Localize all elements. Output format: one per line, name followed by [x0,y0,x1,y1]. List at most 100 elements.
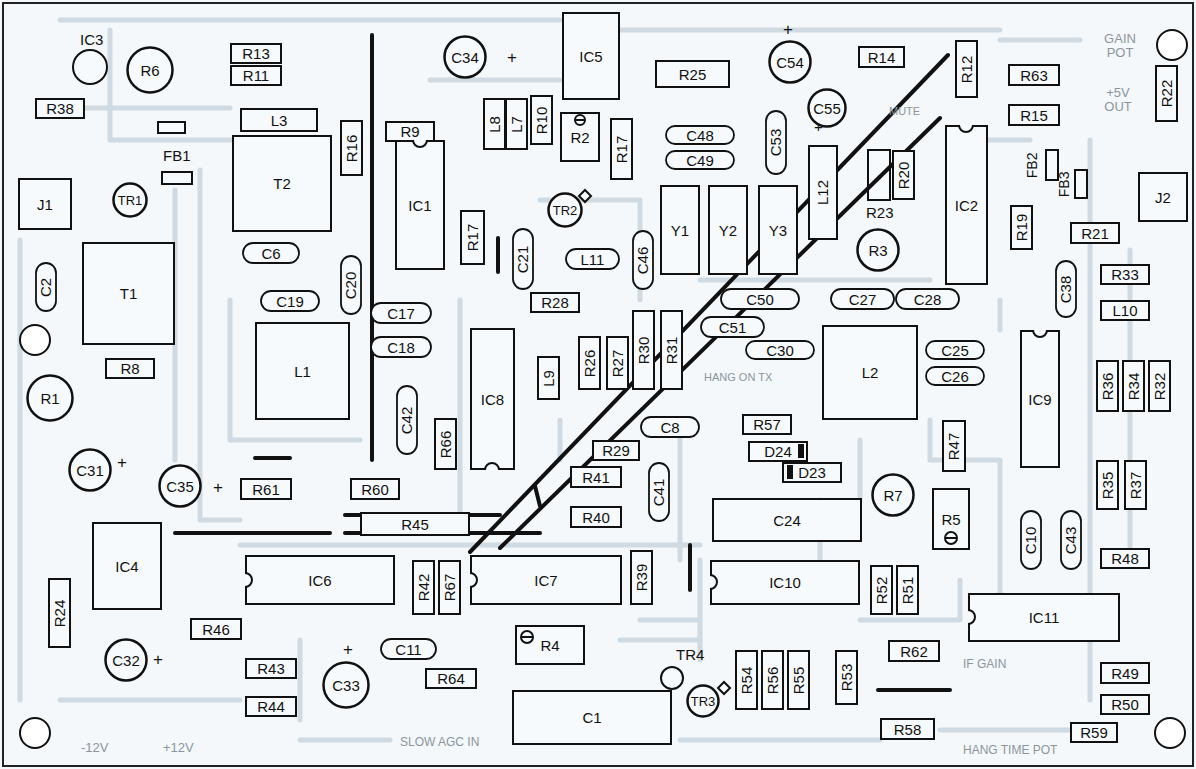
copper-trace [110,30,300,140]
ic-notch [959,125,973,132]
capacitor-outline [831,289,894,309]
component-outline: R28 [530,292,580,313]
board-label: +12V [163,741,194,755]
wire-jumper [370,35,374,460]
round-component: R3 [856,228,900,272]
component-outline: R44 [245,696,297,717]
designator: R54 [739,666,754,694]
designator: L11 [581,252,605,267]
capacitor-outline: C43 [1060,510,1082,570]
component-outline: R40 [570,506,622,528]
copper-trace [680,738,880,743]
ic-notch [968,610,975,624]
trimmer-mark [521,631,533,643]
component-outline: L1 [255,322,350,420]
designator: C49 [686,153,714,168]
board-label: HANG TIME POT [963,744,1057,757]
capacitor-outline: C10 [1020,510,1042,570]
component-outline: R54 [735,650,758,710]
capacitor-outline: C50 [720,288,800,310]
mounting-hole [20,718,50,748]
board-label: SLOW AGC IN [400,736,479,749]
component-outline: R37 [1124,460,1147,510]
component-outline [718,682,730,694]
capacitor-outline [513,229,533,289]
designator: C18 [387,340,415,355]
capacitor-outline: C6 [242,242,300,264]
component-outline: R26 [578,336,601,390]
capacitor-outline [566,249,619,269]
designator: R59 [1080,725,1108,740]
component-outline: R29 [592,440,640,461]
designator: R28 [541,295,569,310]
component-outline: R48 [1100,548,1150,569]
designator: R12 [959,55,974,83]
capacitor-outline [261,291,319,311]
capacitor-outline [371,337,431,357]
designator: TR2 [553,204,578,217]
component-outline: R12 [955,40,978,98]
round-component: R6 [126,46,174,94]
component-outline: R51 [896,565,919,615]
wire-jumper [175,531,330,535]
designator: R60 [361,482,389,497]
copper-trace [620,28,1000,33]
designator: R49 [1111,666,1139,681]
designator: IC2 [955,198,978,213]
designator: R27 [610,349,625,377]
component-outline: L8 [483,98,506,150]
designator: J2 [1155,190,1171,205]
designator: C32 [112,653,140,668]
designator: R44 [257,699,285,714]
designator: C30 [766,343,794,358]
copper-trace [298,640,303,720]
designator: C41 [652,478,667,506]
component-outline: L12 [808,145,838,240]
polarity-mark: + [153,651,163,669]
board-label: FB1 [163,148,191,164]
component-outline: R60 [350,478,400,500]
designator: R7 [883,488,902,503]
designator: IC6 [308,573,331,588]
component-outline: R46 [190,618,242,640]
component-outline: R56 [761,650,784,710]
designator: R53 [839,664,854,692]
trimmer-mark [521,636,533,638]
polarity-mark: + [507,49,517,67]
designator: C17 [387,306,415,321]
component-outline: R19 [1010,205,1033,250]
capacitor-outline [766,111,786,174]
board-label: MUTE [889,106,920,118]
copper-trace [858,440,863,500]
capacitor-outline: C49 [665,150,735,170]
component-outline: R22 [1155,65,1178,122]
component-outline: R55 [787,650,810,710]
diode-band [798,444,804,458]
designator: R19 [1014,214,1029,242]
component-outline: R14 [858,46,905,68]
capacitor-outline: C53 [765,110,787,175]
designator: R61 [252,482,280,497]
component-outline: R35 [1096,460,1119,510]
designator: R11 [243,68,269,83]
board-label: TR4 [676,647,704,663]
capacitor-outline [381,639,436,659]
designator: R22 [1159,80,1174,108]
capacitor-outline: C8 [640,416,700,438]
component-outline: R41 [570,466,622,488]
designator: C27 [849,292,877,307]
copper-trace [1000,38,1080,43]
component-outline: R27 [606,336,629,390]
board-label: IC3 [80,32,103,48]
wire-jumper [500,118,940,548]
component-outline: R61 [240,478,292,500]
component-outline: J2 [1138,172,1188,222]
capacitor-outline [641,417,699,437]
ic-notch [1033,330,1047,337]
capacitor-outline: C20 [340,255,362,315]
component-outline: R47 [942,420,966,472]
capacitor-outline [721,289,799,309]
component-outline: IC4 [92,522,162,610]
designator: R64 [437,671,465,686]
board-label: FB2 [1025,153,1040,179]
